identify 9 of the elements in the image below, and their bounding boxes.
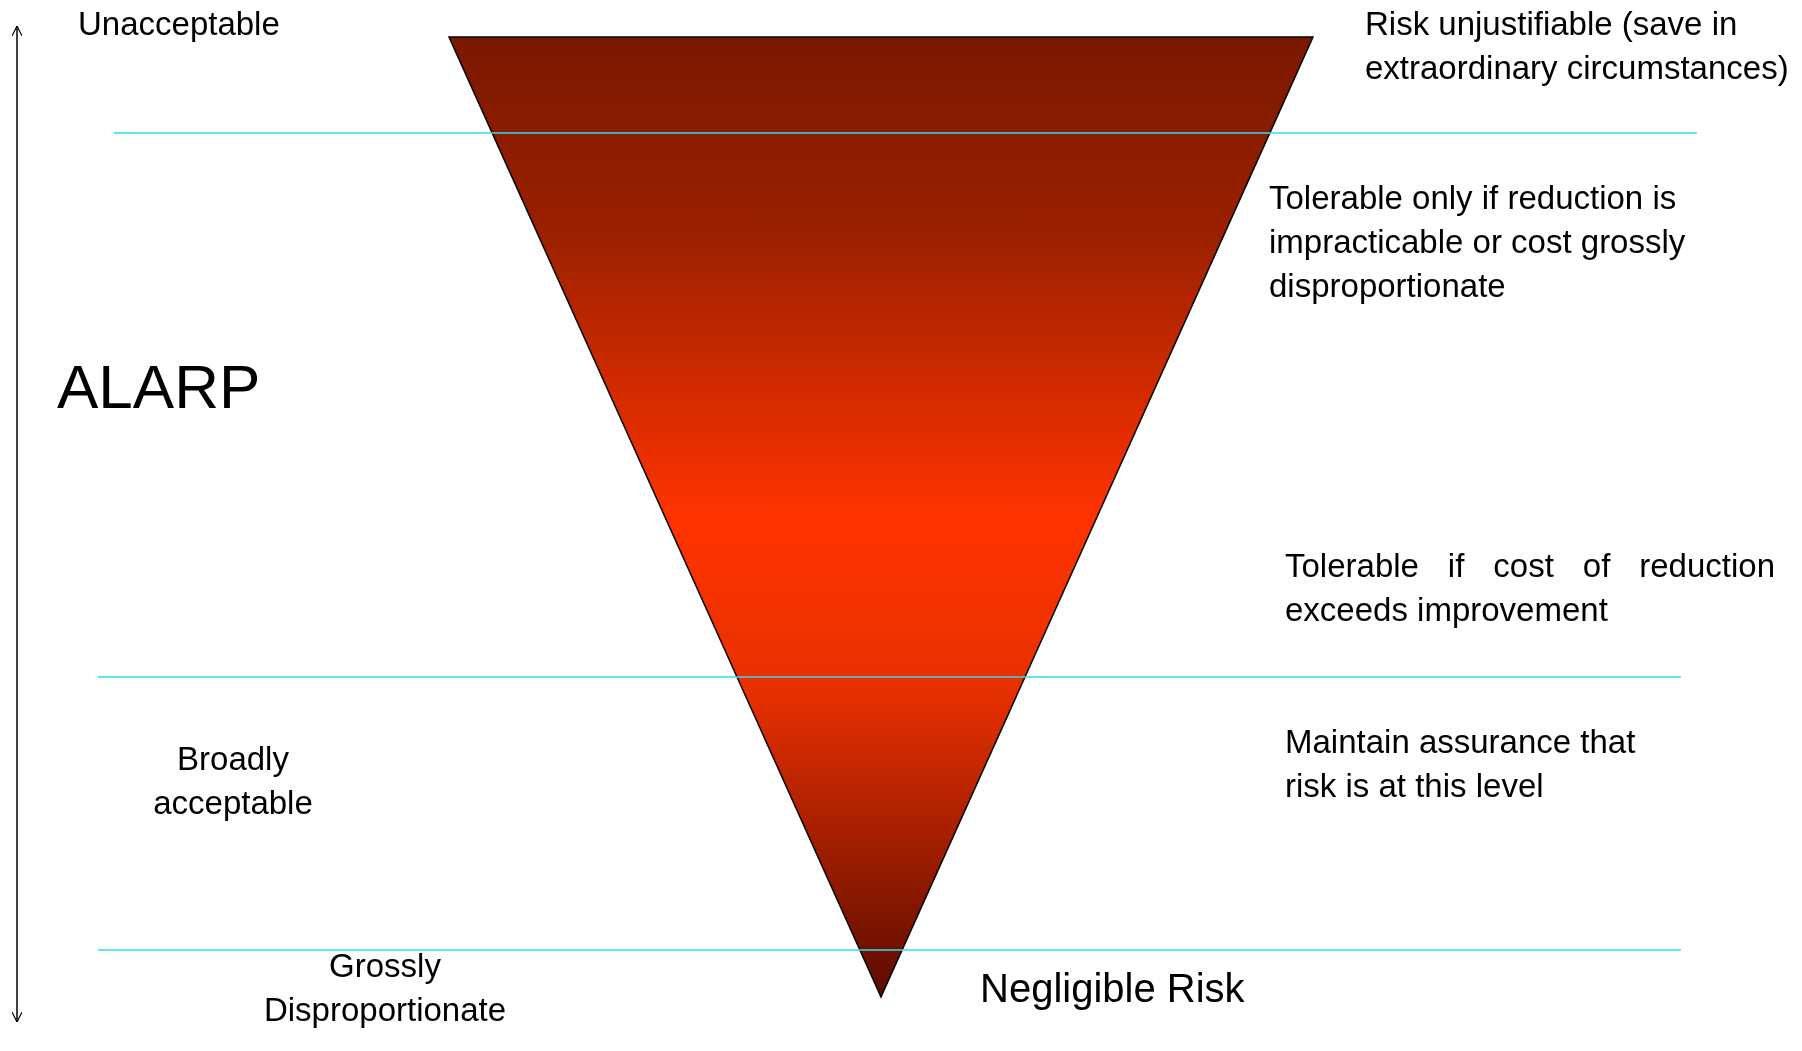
level-description: Maintain assurance that risk is at this level [1285, 722, 1637, 806]
region-label: ALARP [57, 352, 261, 422]
level-label: Unacceptable [78, 4, 280, 44]
level-description: Tolerable only if reduction is impracticable or cost grossly disproportionate [1269, 178, 1687, 306]
level-label: Broadly acceptable [152, 739, 314, 823]
level-label: Grossly Disproportionate [262, 946, 508, 1030]
level-label: Negligible Risk [980, 966, 1245, 1010]
level-description: Risk unjustifiable (save in extraordinary circumstances) [1365, 4, 1790, 88]
level-description: Tolerable if cost of reduction exceeds improvement [1285, 546, 1775, 630]
